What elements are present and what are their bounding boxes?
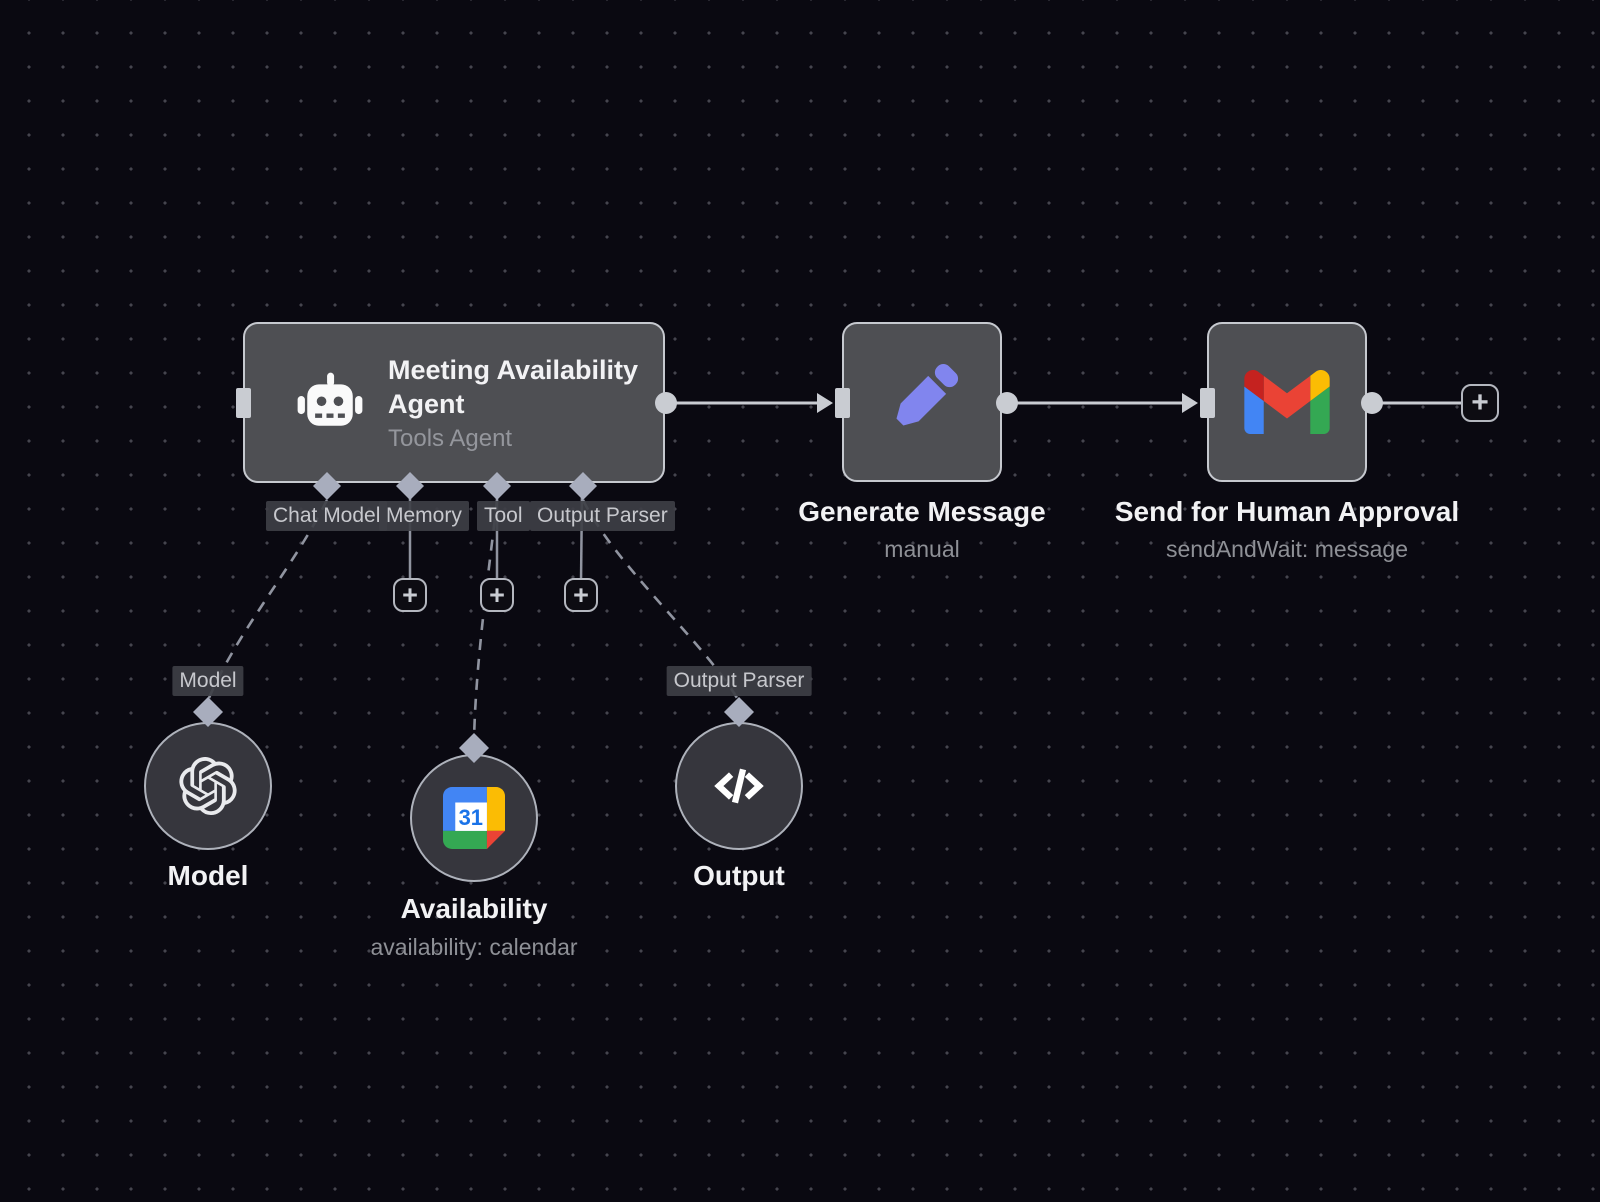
plus-icon: + xyxy=(489,579,505,610)
code-icon xyxy=(714,768,764,804)
generate-message-subtitle: manual xyxy=(884,536,960,562)
add-memory-button[interactable]: + xyxy=(393,578,427,612)
node-model[interactable] xyxy=(144,722,272,850)
add-tool-button[interactable]: + xyxy=(480,578,514,612)
agent-node-title: Meeting Availability Agent xyxy=(388,354,639,419)
plus-icon: + xyxy=(402,579,418,610)
port-label-output-parser: Output Parser xyxy=(530,501,675,531)
port-label-tool: Tool xyxy=(477,501,530,531)
calendar-day-number: 31 xyxy=(459,805,483,830)
port-label-chat-model: Chat Model xyxy=(266,501,388,531)
port-label-memory: Memory xyxy=(379,501,469,531)
plus-icon: + xyxy=(573,579,589,610)
model-port-label: Model xyxy=(172,666,244,696)
node-send-for-human-approval[interactable] xyxy=(1207,322,1367,482)
add-next-node-button[interactable]: + xyxy=(1461,384,1499,422)
human-approval-subtitle: sendAndWait: message xyxy=(1165,536,1409,562)
arrowhead-icon xyxy=(817,393,833,413)
output-port-label: Output Parser xyxy=(666,666,812,696)
openai-icon xyxy=(179,757,237,815)
connection-generate-message-to-approval[interactable] xyxy=(1013,393,1198,413)
add-output-parser-button[interactable]: + xyxy=(564,578,598,612)
connection-agent-to-generate-message[interactable] xyxy=(672,393,833,413)
node-availability[interactable]: 31 xyxy=(410,754,538,882)
google-calendar-icon: 31 xyxy=(443,787,505,849)
availability-subtitle: availability: calendar xyxy=(370,934,578,960)
model-title: Model xyxy=(167,860,249,891)
gmail-icon xyxy=(1244,370,1330,434)
availability-title: Availability xyxy=(400,893,548,924)
generate-message-title: Generate Message xyxy=(798,496,1046,527)
output-title: Output xyxy=(693,860,785,891)
arrowhead-icon xyxy=(1182,393,1198,413)
pencil-icon xyxy=(896,363,959,426)
agent-node-subtitle: Tools Agent xyxy=(388,424,513,452)
human-approval-title: Send for Human Approval xyxy=(1114,496,1460,527)
plus-icon: + xyxy=(1471,386,1489,419)
robot-icon xyxy=(297,372,363,426)
